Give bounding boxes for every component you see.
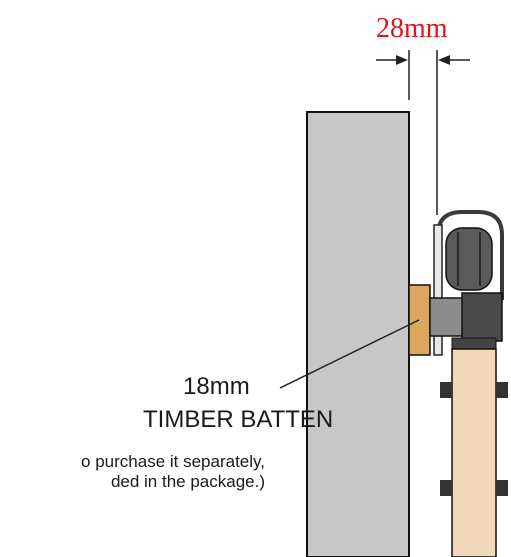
purchase-note: o purchase it separately, ded in the pac…	[81, 452, 265, 492]
door-bolt	[496, 480, 508, 496]
door-bolt	[440, 382, 452, 398]
dimension-label: 28mm	[376, 13, 448, 44]
door-bolt	[496, 382, 508, 398]
anchor-bolt	[429, 297, 467, 337]
batten-leader-line	[279, 319, 420, 389]
track-rail	[433, 224, 443, 356]
dimension-arrowhead-left	[396, 55, 408, 65]
batten-name-label: TIMBER BATTEN	[143, 406, 334, 433]
roller-wheel	[445, 227, 493, 291]
note-line-2: ded in the package.)	[110, 472, 265, 491]
door-bolt	[440, 480, 452, 496]
wall	[306, 111, 410, 557]
timber-batten	[408, 284, 431, 356]
door-panel	[451, 348, 497, 557]
dimension-arrowhead-right	[438, 55, 450, 65]
hanger-bracket	[461, 292, 503, 342]
note-line-1: o purchase it separately,	[81, 452, 265, 471]
batten-size-label: 18mm	[183, 373, 250, 400]
